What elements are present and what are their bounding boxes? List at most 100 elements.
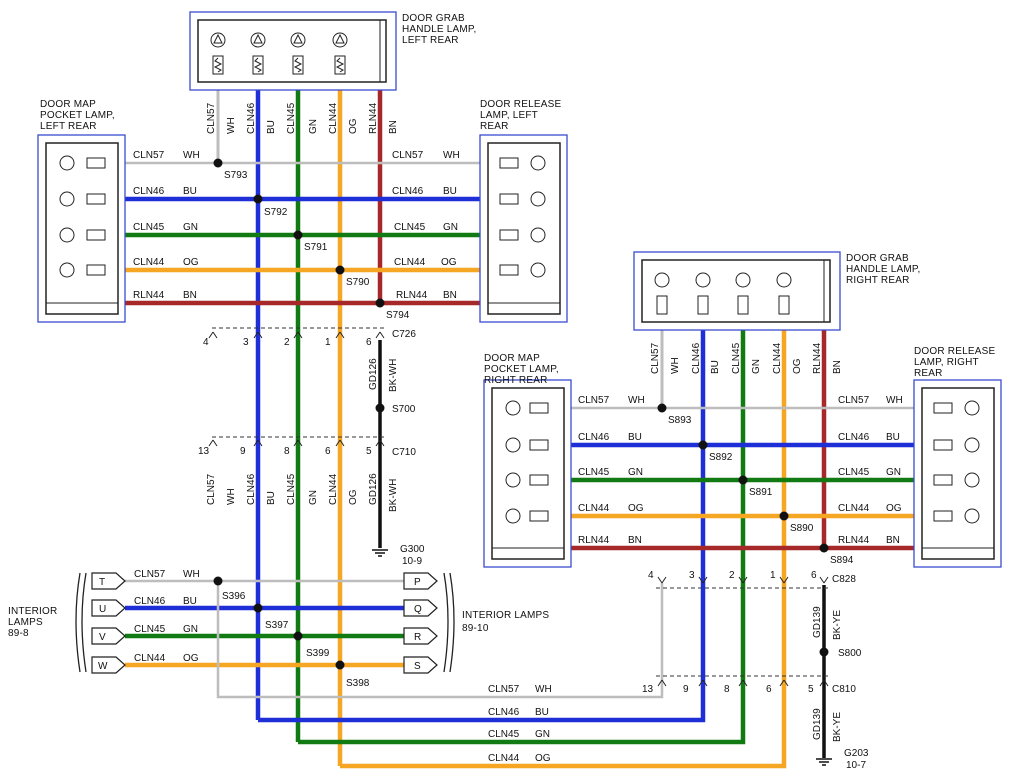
label-circuits-c46: CLN46 (691, 342, 702, 374)
label-circuits-c57: CLN57 (206, 473, 217, 505)
label-wire_colors-wh: WH (226, 488, 237, 505)
label-wire_colors-og: OG (628, 503, 644, 514)
grab-handle-lamp-right-rear (633, 251, 841, 331)
label-circuits-c46: CLN46 (578, 432, 610, 443)
label-circuits-c46: CLN46 (488, 707, 520, 718)
right-horizontal-wires (571, 406, 924, 551)
label-splices-s794: S794 (386, 310, 410, 321)
label-circuits-r44: RLN44 (396, 290, 428, 301)
label-pins-p6: 6 (325, 446, 331, 457)
grab-left-title-3: LEFT REAR (402, 35, 459, 46)
release-left-title-2: LAMP, LEFT (480, 110, 538, 121)
ground-icon (816, 758, 832, 766)
label-wire_colors-bn: BN (443, 290, 457, 301)
grab-left-title-2: HANDLE LAMP, (402, 24, 476, 35)
label-circuits-c57: CLN57 (488, 684, 520, 695)
resistor-icon (656, 295, 790, 315)
label-wire_colors-og: OG (441, 257, 457, 268)
ground-icon (372, 549, 388, 557)
interior-left-title-3: 89-8 (8, 628, 29, 639)
label-wire_colors-bn: BN (832, 360, 843, 374)
interior-horizontal-wires (125, 579, 664, 699)
label-pins-p6: 6 (366, 337, 372, 348)
label-wire_colors-gn: GN (443, 222, 458, 233)
label-wire_colors-og: OG (183, 257, 199, 268)
label-pins-p9: 9 (240, 446, 246, 457)
lamp-icon (933, 400, 980, 524)
label-splices-s890: S890 (790, 523, 814, 534)
label-wire_colors-bn: BN (628, 535, 642, 546)
label-circuits-c45: CLN45 (134, 624, 166, 635)
label-pins-p3: 3 (689, 570, 695, 581)
label-circuits-c45: CLN45 (133, 222, 165, 233)
map-left-title-3: LEFT REAR (40, 121, 97, 132)
interior-right-connector: P Q R S (403, 572, 455, 674)
label-circuits-c46: CLN46 (392, 186, 424, 197)
label-circuits-c45: CLN45 (394, 222, 426, 233)
connector-c810: 13 9 8 6 5 C810 (642, 675, 856, 695)
label-wire_colors-bu: BU (628, 432, 642, 443)
label-circuits-r44: RLN44 (133, 290, 165, 301)
map-left-title-1: DOOR MAP (40, 99, 96, 110)
label-splices-s790: S790 (346, 277, 370, 288)
grab-left-title-1: DOOR GRAB (402, 13, 465, 24)
label-wire_colors-og: OG (183, 653, 199, 664)
label-splices-s791: S791 (304, 242, 328, 253)
ground-g203: G203 (844, 748, 869, 759)
bottom-cross-wires (258, 583, 787, 769)
splice-labels: S793 S792 S791 S790 S794 S700 S893 S892 … (222, 170, 862, 689)
release-left-title-1: DOOR RELEASE (480, 99, 561, 110)
label-wire_colors-bu: BU (443, 186, 457, 197)
lamp-icon (59, 155, 106, 278)
label-pins-p1: 1 (770, 570, 776, 581)
label-circuits-gd139: GD139 (812, 606, 823, 638)
label-circuits-c45: CLN45 (286, 102, 297, 134)
label-circuits-c46: CLN46 (246, 473, 257, 505)
label-connectors-c810: C810 (832, 684, 856, 695)
label-interior_pins-right-0: P (414, 577, 421, 588)
map-pocket-lamp-left-rear (37, 134, 126, 323)
bulb-icon (654, 272, 792, 288)
interior-right-title-1: INTERIOR LAMPS (462, 610, 549, 621)
left-horizontal-wires (125, 161, 480, 306)
label-interior_pins-left-3: W (98, 661, 108, 672)
grab-right-title-1: DOOR GRAB (846, 253, 909, 264)
release-left-title-3: REAR (480, 121, 509, 132)
label-wire_colors-bu: BU (183, 186, 197, 197)
label-interior_pins-right-3: S (414, 661, 421, 672)
label-wire_colors-bkwh: BK-WH (388, 479, 399, 512)
label-wire_colors-bkye: BK-YE (832, 610, 843, 640)
map-right-title-2: POCKET LAMP, (484, 364, 559, 375)
label-pins-p3: 3 (243, 337, 249, 348)
label-wire_colors-bn: BN (886, 535, 900, 546)
label-wire_colors-gn: GN (535, 729, 550, 740)
label-circuits-c46: CLN46 (134, 596, 166, 607)
label-interior_pins-left-1: U (99, 604, 106, 615)
ground-g300-ref: 10-9 (402, 556, 422, 567)
label-wire_colors-og: OG (535, 753, 551, 764)
label-wire_colors-wh: WH (535, 684, 552, 695)
label-circuits-c44: CLN44 (134, 653, 166, 664)
label-circuits-c57: CLN57 (133, 150, 165, 161)
label-splices-s893: S893 (668, 415, 692, 426)
label-pins-p13: 13 (198, 446, 210, 457)
label-pins-p1: 1 (325, 337, 331, 348)
grab-handle-lamp-left-rear (189, 11, 397, 91)
label-pins-p5: 5 (808, 684, 814, 695)
left-mid-vertical-labels: CLN57 WH CLN46 BU CLN45 GN CLN44 OG GD12… (206, 358, 399, 512)
release-lamp-left-rear (479, 134, 568, 323)
label-circuits-r44: RLN44 (838, 535, 870, 546)
label-wire_colors-gn: GN (308, 119, 319, 134)
label-wire_colors-wh: WH (183, 569, 200, 580)
label-splices-s700: S700 (392, 404, 416, 415)
map-right-title-1: DOOR MAP (484, 353, 540, 364)
label-connectors-c828: C828 (832, 574, 856, 585)
label-wire_colors-og: OG (348, 118, 359, 134)
label-circuits-c57: CLN57 (206, 102, 217, 134)
label-pins-p4: 4 (203, 337, 209, 348)
